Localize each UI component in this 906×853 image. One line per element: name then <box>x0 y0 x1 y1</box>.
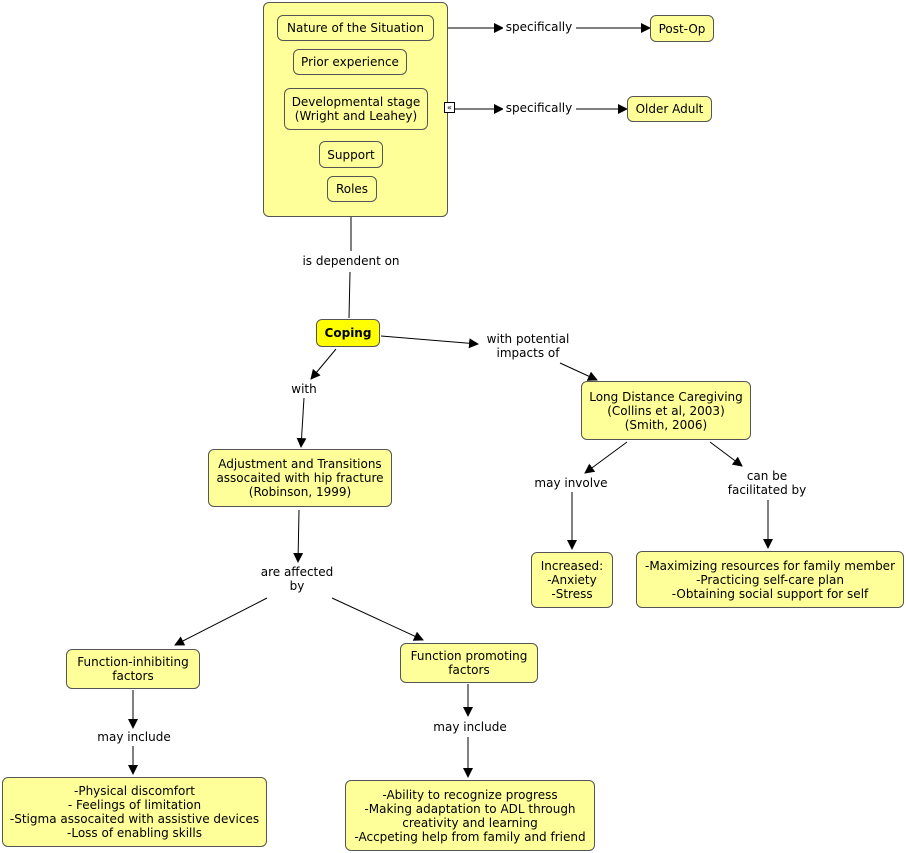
node-increased-anxiety-stress[interactable]: Increased: -Anxiety -Stress <box>531 552 613 608</box>
node-coping[interactable]: Coping <box>316 319 380 347</box>
link-label-with-potential-impacts: with potential impacts of <box>480 332 576 360</box>
node-older-adult[interactable]: Older Adult <box>627 96 712 122</box>
link-label-is-dependent-on: is dependent on <box>300 254 402 268</box>
node-roles[interactable]: Roles <box>327 176 377 202</box>
node-physical-discomfort[interactable]: -Physical discomfort - Feelings of limit… <box>2 777 267 847</box>
link-label-may-include: may include <box>428 720 512 734</box>
link-label-specifically: specifically <box>503 101 575 115</box>
node-ability-to-recognize[interactable]: -Ability to recognize progress -Making a… <box>345 780 595 851</box>
node-nature-of-situation[interactable]: Nature of the Situation <box>277 15 434 41</box>
collapse-arrows-icon[interactable]: « <box>444 102 455 113</box>
node-function-inhibiting[interactable]: Function-inhibiting factors <box>66 649 200 689</box>
node-prior-experience[interactable]: Prior experience <box>293 49 407 75</box>
link-label-may-include: may include <box>92 730 176 744</box>
node-adjustment-transitions[interactable]: Adjustment and Transitions assocaited wi… <box>208 449 392 507</box>
node-support[interactable]: Support <box>319 141 383 168</box>
link-label-with: with <box>286 382 322 396</box>
node-long-distance-caregiving[interactable]: Long Distance Caregiving (Collins et al,… <box>581 381 751 440</box>
node-maximizing-resources[interactable]: -Maximizing resources for family member … <box>636 551 904 608</box>
node-developmental-stage[interactable]: Developmental stage (Wright and Leahey) <box>284 88 428 130</box>
link-label-are-affected-by: are affected by <box>254 565 340 593</box>
link-label-may-involve: may involve <box>530 476 612 490</box>
link-label-specifically: specifically <box>503 20 575 34</box>
node-function-promoting[interactable]: Function promoting factors <box>400 643 538 683</box>
link-label-can-be-facilitated-by: can be facilitated by <box>720 469 814 497</box>
node-post-op[interactable]: Post-Op <box>650 15 714 42</box>
